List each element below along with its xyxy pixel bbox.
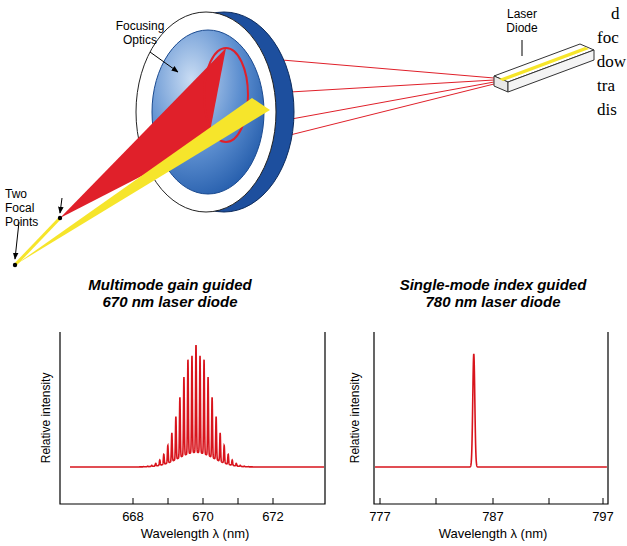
- laser-diode: [494, 44, 594, 92]
- tick: [238, 498, 239, 504]
- tick: [603, 498, 604, 504]
- tick-label: 670: [192, 510, 214, 525]
- focal-point: [58, 216, 62, 220]
- tick: [203, 498, 204, 504]
- page-text-fragment: tra: [597, 76, 615, 96]
- tick: [549, 498, 550, 504]
- tick-label: 668: [122, 510, 144, 525]
- page-text-fragment: foc: [597, 28, 619, 48]
- tick-label: 777: [369, 510, 391, 525]
- axis-ticks: [133, 498, 603, 504]
- multimode-spectrum: [70, 345, 324, 467]
- leader-arrow: [150, 52, 178, 72]
- tick: [436, 498, 437, 504]
- red-beam-cone: [60, 48, 226, 218]
- tick-label: 797: [592, 510, 614, 525]
- axis-title: Relative intensity: [40, 373, 54, 464]
- yellow-beam: [15, 98, 270, 265]
- tick: [493, 498, 494, 504]
- tick-label: 787: [482, 510, 504, 525]
- leader-arrow: [522, 40, 523, 56]
- tick: [273, 498, 274, 504]
- page-text-fragment: dow: [597, 52, 626, 72]
- tick: [380, 498, 381, 504]
- leader-arrow: [60, 198, 62, 213]
- page-text-fragment: dis: [597, 100, 617, 120]
- tick: [168, 498, 169, 504]
- spectra: [70, 345, 607, 467]
- page-text-fragment: d: [611, 4, 620, 24]
- chart-title: Multimode gain guided 670 nm laser diode: [78, 276, 263, 311]
- axis-title: Relative intensity: [349, 373, 363, 464]
- single-mode-spectrum: [375, 354, 607, 467]
- diode-rays: [270, 60, 494, 140]
- tick-label: 672: [262, 510, 284, 525]
- chart-title: Single-mode index guided 780 nm laser di…: [393, 276, 593, 311]
- focal-point: [13, 263, 17, 267]
- part-label: Laser Diode: [498, 8, 546, 36]
- part-label: Focusing Optics: [109, 20, 171, 48]
- tick: [133, 498, 134, 504]
- axis-title: Wavelength λ (nm): [141, 527, 250, 542]
- chart-frame: [60, 332, 608, 504]
- part-label: Two Focal Points: [5, 188, 55, 229]
- axis-title: Wavelength λ (nm): [439, 527, 548, 542]
